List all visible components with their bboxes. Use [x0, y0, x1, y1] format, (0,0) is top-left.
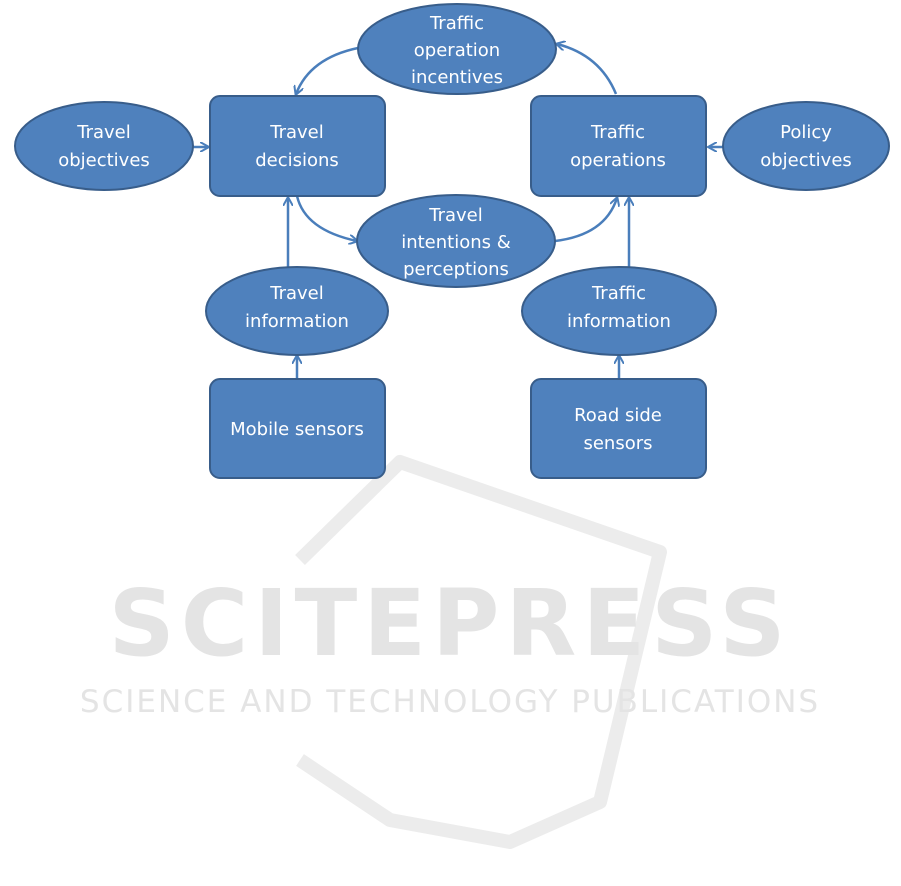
- node-label: Travel: [428, 205, 483, 226]
- node-label: Traffic: [429, 13, 484, 34]
- watermark: SCITEPRESS SCIENCE AND TECHNOLOGY PUBLIC…: [80, 462, 820, 842]
- arrow-intentions-to-traffic-operations: [555, 198, 617, 241]
- node-label: information: [567, 311, 671, 332]
- node-label: objectives: [58, 150, 150, 171]
- node-label: Policy: [780, 122, 832, 143]
- arrow-incentives-to-travel-decisions: [296, 48, 358, 94]
- node-label: perceptions: [403, 259, 509, 280]
- node-label: decisions: [255, 150, 339, 171]
- node-travel-objectives: Travel objectives: [15, 102, 193, 190]
- node-policy-objectives: Policy objectives: [723, 102, 889, 190]
- node-label: operations: [570, 150, 666, 171]
- node-traffic-operations: Traffic operations: [531, 96, 706, 196]
- node-label: intentions &: [401, 232, 511, 253]
- node-traffic-operation-incentives: Traffic operation incentives: [358, 4, 556, 94]
- watermark-tagline: SCIENCE AND TECHNOLOGY PUBLICATIONS: [80, 684, 820, 720]
- node-label: Travel: [76, 122, 131, 143]
- node-traffic-information: Traffic information: [522, 267, 716, 355]
- watermark-brand: SCITEPRESS: [108, 570, 791, 677]
- node-travel-intentions-perceptions: Travel intentions & perceptions: [357, 195, 555, 287]
- node-label: information: [245, 311, 349, 332]
- node-label: Traffic: [590, 122, 645, 143]
- node-label: Road side: [574, 405, 662, 426]
- node-label: objectives: [760, 150, 852, 171]
- node-road-side-sensors: Road side sensors: [531, 379, 706, 478]
- node-travel-information: Travel information: [206, 267, 388, 355]
- node-label: Travel: [269, 122, 324, 143]
- arrow-traffic-operations-to-incentives: [557, 44, 616, 94]
- node-mobile-sensors: Mobile sensors: [210, 379, 385, 478]
- arrow-travel-decisions-to-intentions: [297, 196, 357, 241]
- node-label: Traffic: [591, 283, 646, 304]
- node-label: incentives: [411, 67, 503, 88]
- node-label: sensors: [583, 433, 652, 454]
- node-travel-decisions: Travel decisions: [210, 96, 385, 196]
- node-label: Mobile sensors: [230, 419, 364, 440]
- node-label: operation: [414, 40, 500, 61]
- node-label: Travel: [269, 283, 324, 304]
